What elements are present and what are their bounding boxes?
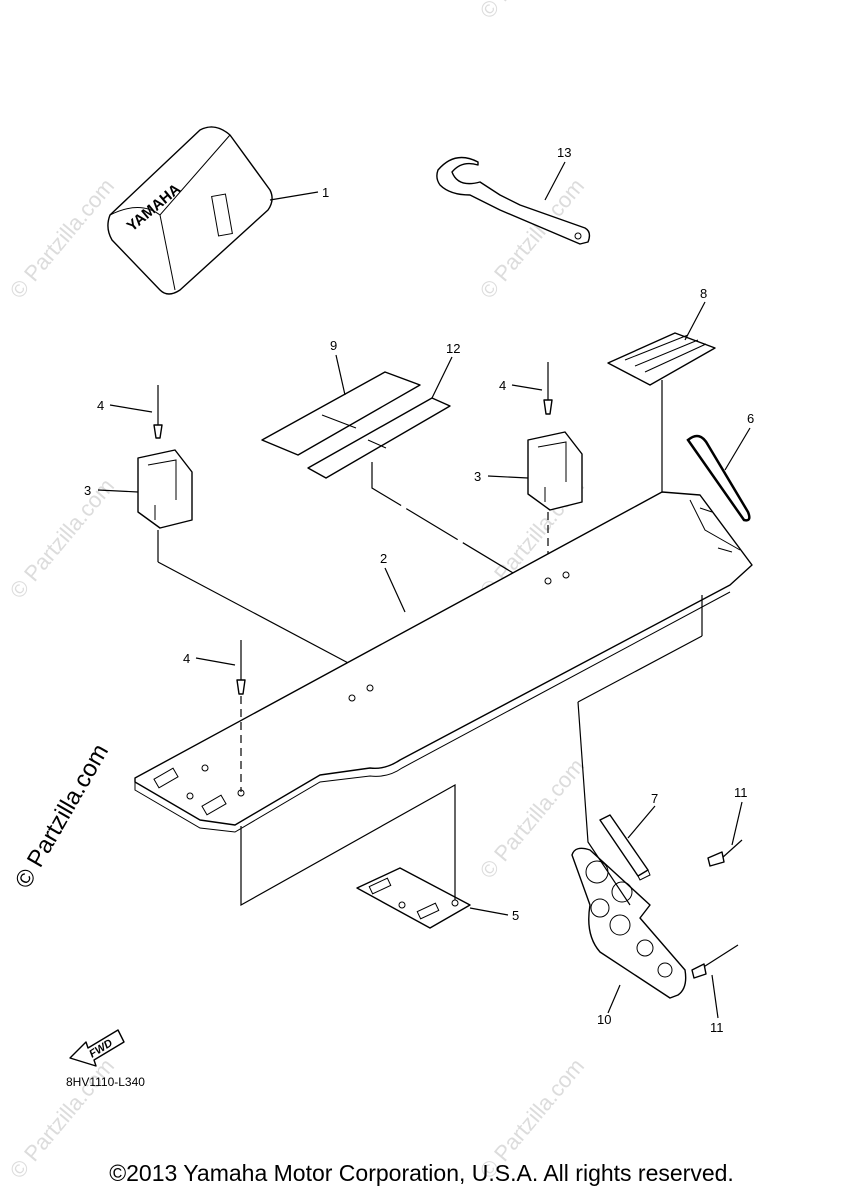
callout-7: 7 — [651, 791, 658, 806]
watermark-primary: © Partzilla.com — [10, 739, 114, 893]
drawing-code: 8HV1110-L340 — [66, 1075, 145, 1089]
part-3-bracket-right — [527, 431, 583, 511]
part-3-bracket-left — [137, 449, 193, 529]
callout-10: 10 — [597, 1012, 611, 1027]
callout-13: 13 — [557, 145, 571, 160]
part-5-small-plate — [356, 867, 471, 929]
part-7-block — [599, 814, 651, 881]
part-11-rivet-lower — [691, 944, 739, 979]
part-10-gasket — [571, 847, 687, 999]
callout-1: 1 — [322, 185, 329, 200]
callout-6: 6 — [747, 411, 754, 426]
callout-4c: 4 — [183, 651, 190, 666]
callout-4b: 4 — [499, 378, 506, 393]
callout-3a: 3 — [84, 483, 91, 498]
part-4-rivet-upper-right — [543, 362, 553, 415]
watermark: © Partzilla.com — [475, 754, 589, 884]
copyright-notice: ©2013 Yamaha Motor Corporation, U.S.A. A… — [109, 1160, 734, 1186]
callout-9: 9 — [330, 338, 337, 353]
callout-4a: 4 — [97, 398, 104, 413]
part-4-rivet-upper-left — [153, 385, 163, 439]
part-11-rivet-upper — [707, 839, 743, 867]
callout-3b: 3 — [474, 469, 481, 484]
part-1-tool-bag: YAMAHA — [107, 126, 273, 295]
part-6-cable — [686, 434, 751, 522]
watermark: © Partzilla.com — [5, 474, 119, 604]
callout-12: 12 — [446, 341, 460, 356]
watermark: © Partzilla.com — [475, 0, 589, 23]
callout-2: 2 — [380, 551, 387, 566]
callout-5: 5 — [512, 908, 519, 923]
part-13-wrench — [436, 156, 591, 245]
callout-8: 8 — [700, 286, 707, 301]
callout-11a: 11 — [734, 785, 748, 800]
callout-11b: 11 — [710, 1020, 724, 1035]
part-12-strip — [307, 397, 451, 479]
part-8-pad — [607, 332, 716, 386]
part-9-sticker — [261, 371, 421, 456]
watermark: © Partzilla.com — [5, 174, 119, 304]
part-4-rivet-lower — [236, 640, 246, 695]
part-2-plate — [134, 491, 753, 833]
